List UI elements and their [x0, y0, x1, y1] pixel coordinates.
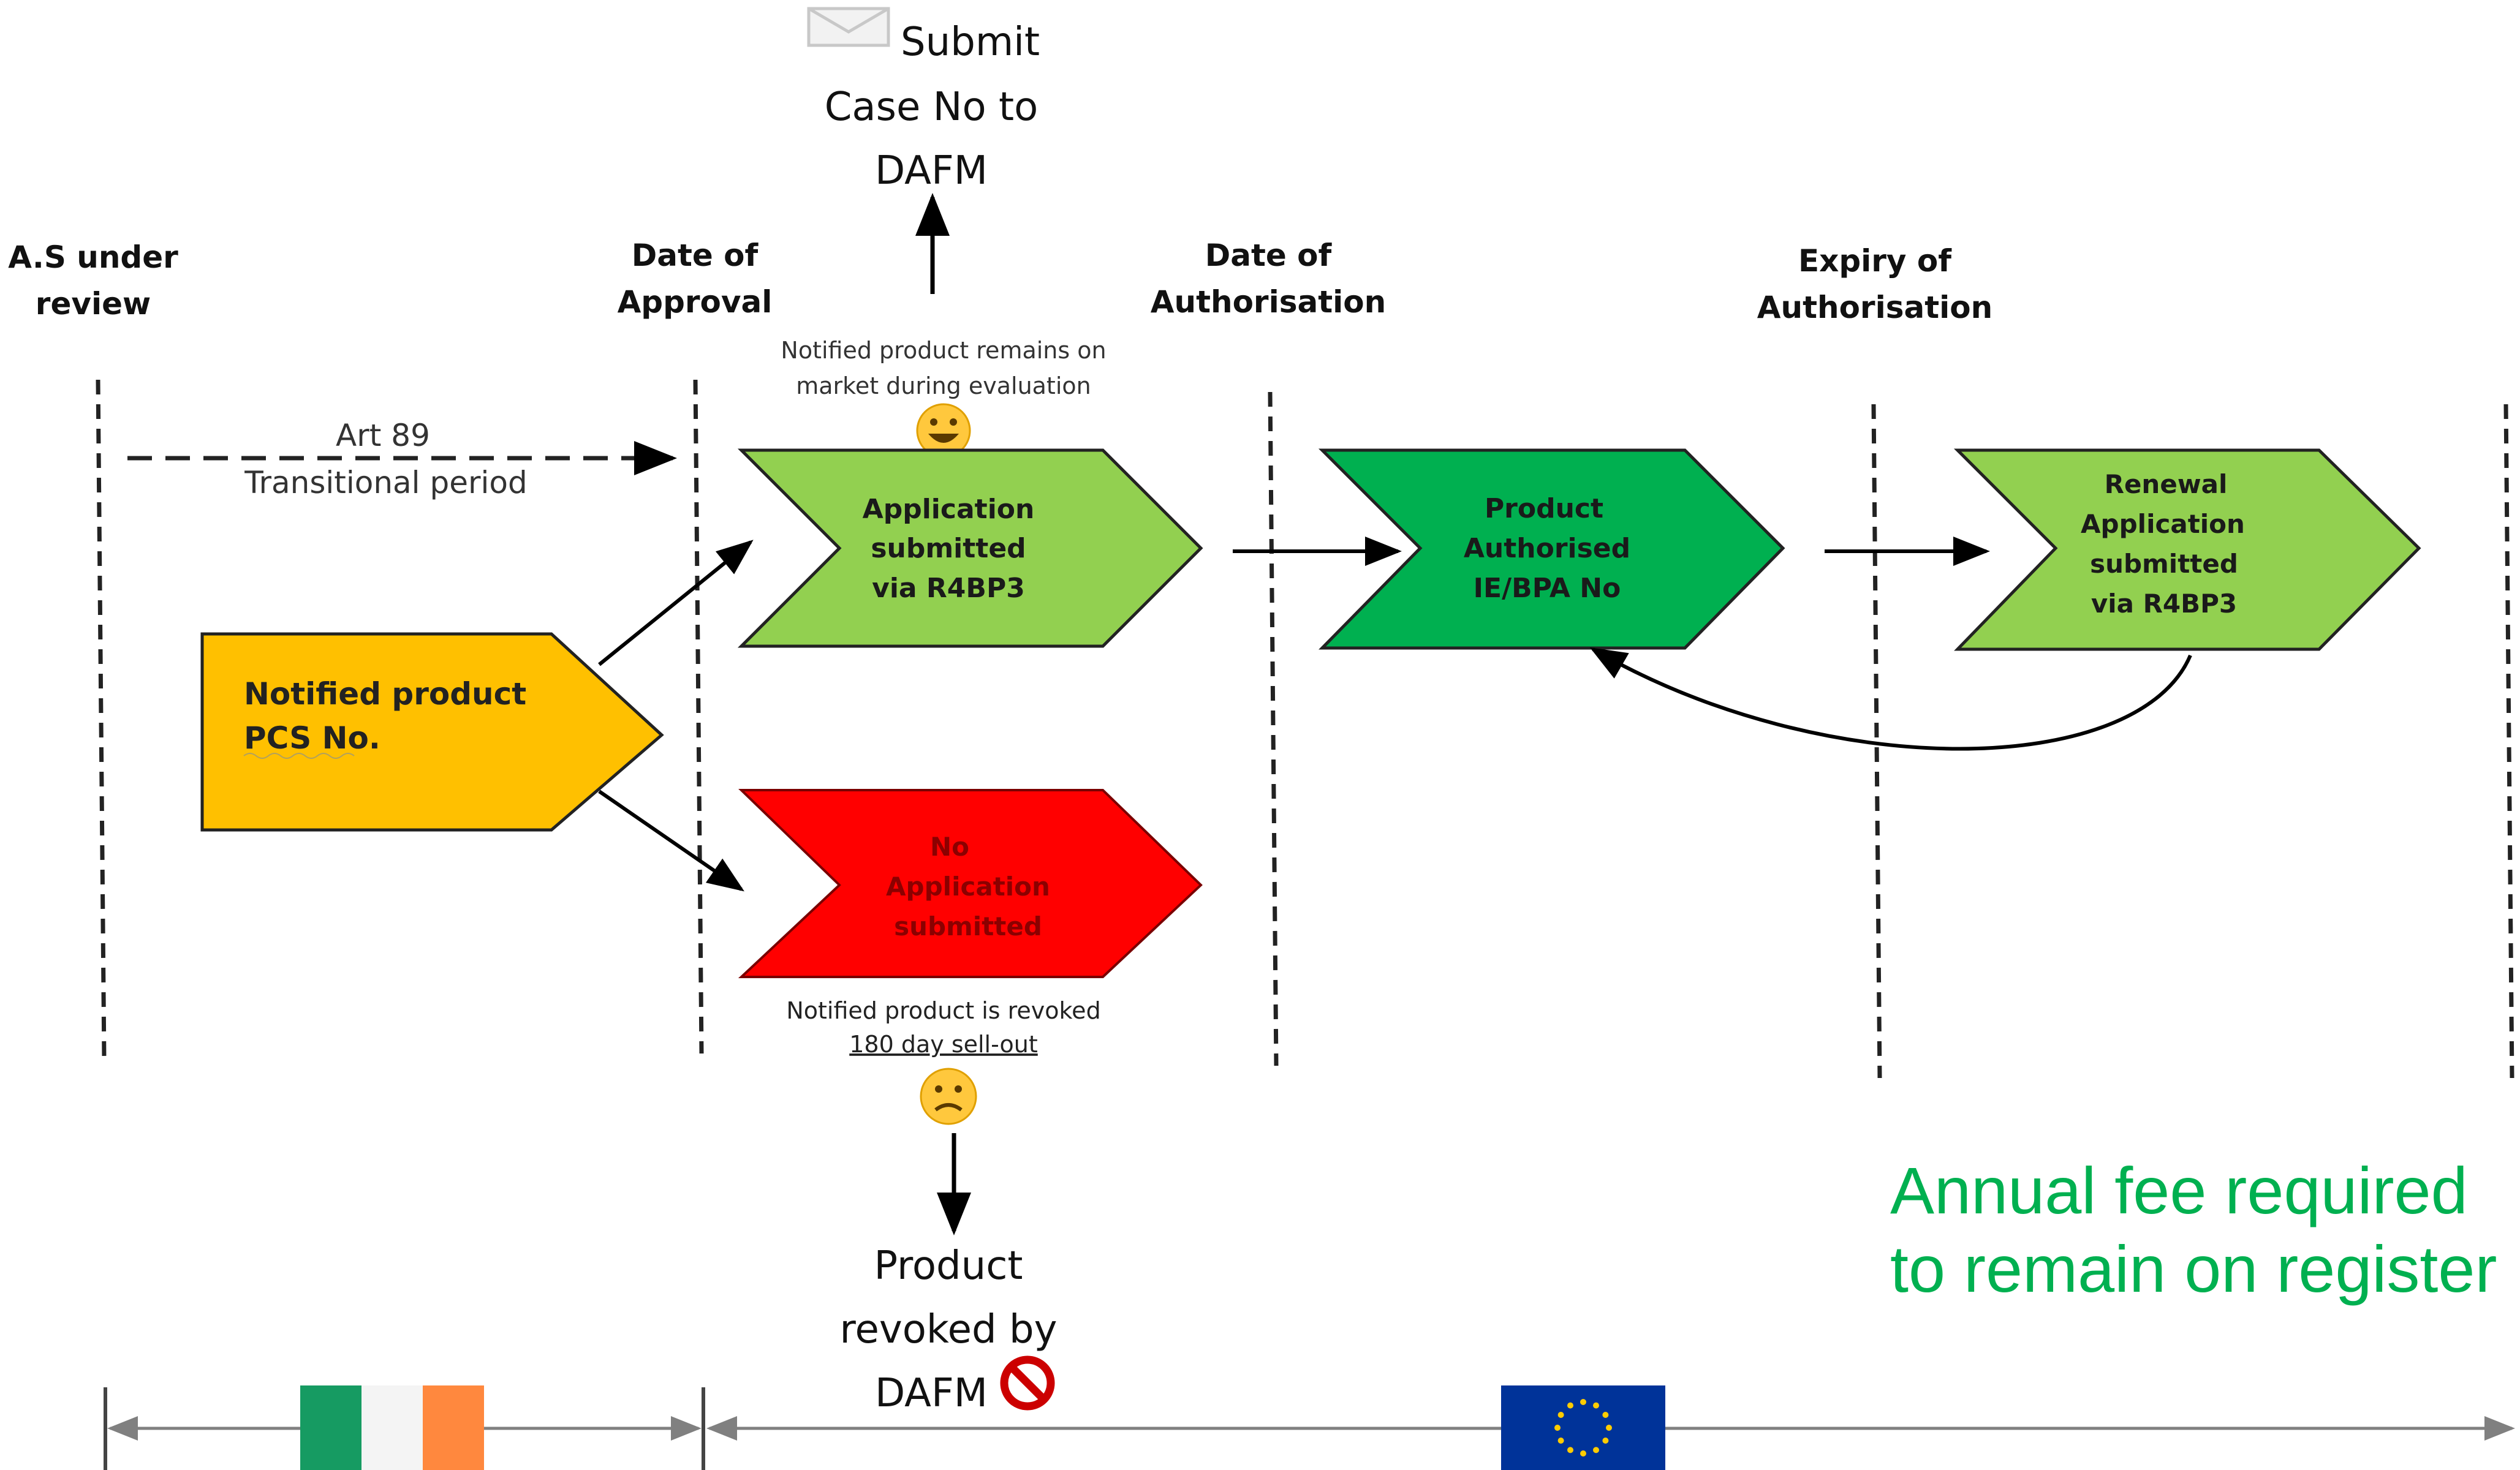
revoked-line-2: revoked by [840, 1307, 1058, 1352]
renewal-label-4: via R4BP3 [2091, 589, 2237, 619]
authorised-label-3: IE/BPA No [1474, 573, 1621, 604]
remains-on-market-note-2: market during evaluation [796, 372, 1091, 399]
submit-line-2: Case No to [825, 85, 1039, 130]
renewal-return-arrow [1589, 647, 2192, 751]
no-application-label-3: submitted [894, 911, 1042, 941]
application-submitted-shape [737, 448, 1203, 648]
renewal-application-shape [1953, 448, 2421, 651]
divider-as-review [96, 379, 107, 1060]
submit-line-1: Submit [901, 20, 1040, 65]
eu-star [1593, 1447, 1599, 1453]
revoked-note-2: 180 day sell-out [849, 1031, 1038, 1058]
prohibited-icon [1000, 1355, 1055, 1411]
application-label-2: submitted [871, 533, 1026, 564]
pcs-no-spellcheck-underline [243, 753, 355, 759]
notified-product-label-1: Notified product [244, 676, 526, 712]
eu-star [1557, 1412, 1564, 1418]
phase-dividers [96, 379, 2514, 1079]
revoked-note-1: Notified product is revoked [786, 997, 1100, 1024]
annual-fee-line-2: to remain on register [1890, 1232, 2497, 1306]
eu-star [1602, 1412, 1609, 1418]
eu-star [1557, 1438, 1564, 1444]
eu-star [1602, 1438, 1609, 1444]
no-application-shape [738, 789, 1203, 978]
phase-approval-line-2: Approval [618, 284, 773, 320]
arrow-to-application [598, 540, 754, 666]
renewal-label-3: submitted [2090, 549, 2238, 579]
eu-star [1567, 1447, 1573, 1453]
authorised-label-1: Product [1485, 493, 1603, 524]
phase-expiry-line-2: Authorisation [1757, 290, 1992, 325]
submit-line-3: DAFM [875, 148, 988, 194]
renewal-label-2: Application [2081, 509, 2245, 539]
no-application-label-1: No [930, 832, 969, 862]
remains-on-market-note-1: Notified product remains on [781, 337, 1106, 364]
eu-star [1554, 1425, 1561, 1431]
revoked-line-1: Product [874, 1243, 1023, 1289]
arrow-to-no-application [598, 790, 744, 892]
product-authorised-shape [1318, 448, 1785, 650]
no-application-label-2: Application [886, 872, 1050, 902]
phase-expiry-line-1: Expiry of [1798, 243, 1952, 279]
envelope-icon [807, 7, 890, 47]
eu-star [1580, 1399, 1586, 1405]
transitional-label-1: Art 89 [336, 418, 430, 453]
divider-authorisation [1268, 391, 1279, 1066]
annual-fee-line-1: Annual fee required [1890, 1153, 2468, 1227]
annual-fee-note: Annual fee required to remain on registe… [1890, 1152, 2515, 1308]
phase-authorisation-line-1: Date of [1205, 238, 1333, 273]
divider-approval [693, 379, 704, 1054]
jurisdiction-bar [104, 1387, 2515, 1470]
phase-as-review-line-1: A.S under [8, 239, 178, 275]
eu-star [1567, 1402, 1573, 1409]
eu-star [1593, 1402, 1599, 1409]
eu-star [1580, 1450, 1586, 1457]
application-label-1: Application [863, 494, 1035, 525]
divider-end [2503, 404, 2514, 1079]
smiley-happy-icon [916, 403, 971, 458]
eu-star [1606, 1425, 1612, 1431]
phase-approval-line-1: Date of [632, 238, 759, 273]
renewal-label-1: Renewal [2105, 469, 2228, 499]
transitional-label-2: Transitional period [244, 465, 528, 500]
smiley-sad-icon [920, 1068, 977, 1125]
authorised-label-2: Authorised [1464, 533, 1630, 564]
phase-authorisation-line-2: Authorisation [1151, 284, 1386, 320]
notified-product-shape [200, 632, 664, 832]
ireland-flag-icon [300, 1385, 484, 1470]
eu-flag-icon [1501, 1385, 1665, 1470]
phase-as-review-line-2: review [36, 286, 151, 322]
notified-product-label-2: PCS No. [244, 720, 380, 756]
divider-expiry [1871, 404, 1882, 1079]
revoked-line-3: DAFM [875, 1371, 988, 1416]
application-label-3: via R4BP3 [872, 573, 1025, 604]
